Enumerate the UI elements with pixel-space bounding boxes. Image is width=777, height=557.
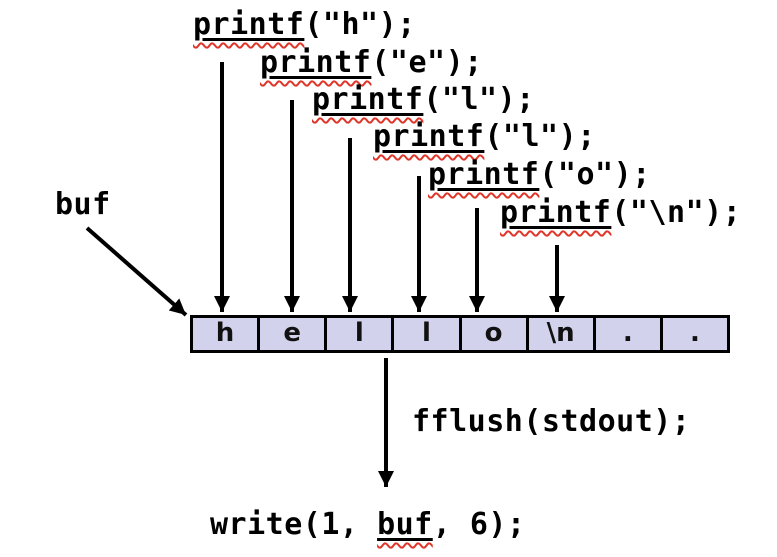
printf-call-1: printf("h"); [193,8,416,42]
printf-keyword: printf [193,7,305,42]
fflush-label: fflush(stdout); [412,404,691,439]
printf-semicolon: ; [577,119,596,154]
buf-pointer-arrow-icon [85,226,188,317]
printf-keyword: printf [373,119,485,154]
buffer-cell-3: l [391,318,459,350]
buffer-cell-6: . [592,318,660,350]
buffer-cell-4: o [458,318,526,350]
printf-keyword: printf [260,45,372,80]
printf-semicolon: ; [516,82,535,117]
printf-semicolon: ; [632,157,651,192]
printf-call-5: printf("o"); [428,158,651,192]
write-suffix: , 6); [432,507,526,542]
printf-semicolon: ; [722,195,742,230]
printf-args: ("o") [539,157,633,192]
write-buf-arg: buf [377,507,433,542]
printf-call-6: printf("\n"); [500,196,741,230]
printf-args: ("l") [484,119,578,154]
buffer-cell-0: h [193,318,258,350]
printf-call-4: printf("l"); [373,120,596,154]
printf-args: ("l") [423,82,517,117]
printf-args: ("\n") [611,195,723,230]
stdout-buffer: h e l l o \n . . [190,315,730,353]
printf-semicolon: ; [397,7,416,42]
buffer-cell-1: e [257,318,325,350]
write-prefix: write(1, [210,507,378,542]
printf-call-2: printf("e"); [260,46,483,80]
printf-semicolon: ; [464,45,483,80]
buffer-cell-2: l [324,318,392,350]
buffer-cell-7: . [659,318,727,350]
write-call: write(1, buf, 6); [210,508,526,542]
printf-keyword: printf [500,195,612,230]
buf-label: buf [55,187,111,222]
printf-call-3: printf("l"); [312,83,535,117]
printf-args: ("e") [371,45,465,80]
printf-keyword: printf [312,82,424,117]
buffer-cell-5: \n [525,318,593,350]
printf-keyword: printf [428,157,540,192]
printf-args: ("h") [304,7,398,42]
